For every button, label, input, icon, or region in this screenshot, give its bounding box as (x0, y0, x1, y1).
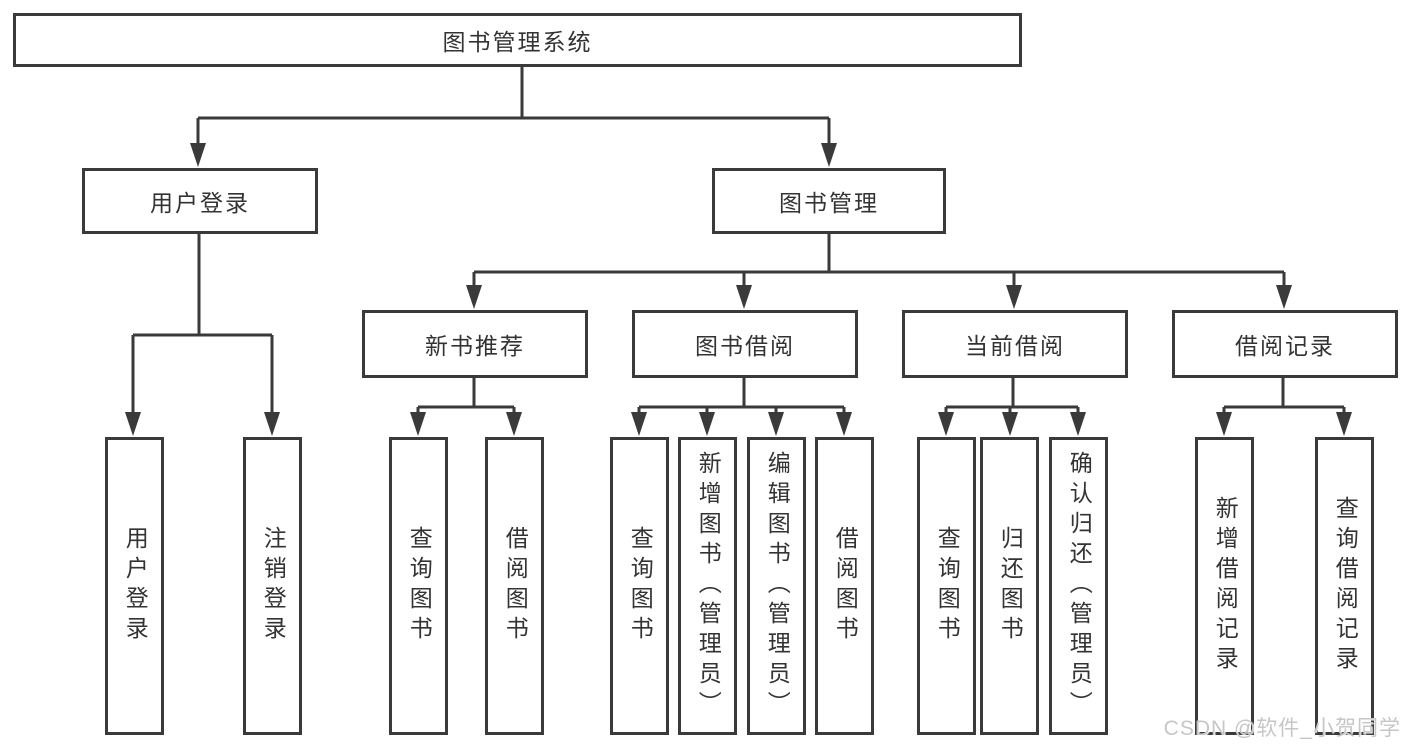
arrowheads (125, 143, 1352, 436)
arrow-down-icon (466, 285, 482, 309)
leaf-query-books-recommend: 查询图书 (389, 437, 448, 735)
arrow-down-icon (1276, 285, 1292, 309)
node-root-system: 图书管理系统 (13, 13, 1022, 67)
arrow-down-icon (506, 412, 522, 436)
new-book-branch-line (416, 377, 516, 414)
borrow-records-branch-line (1222, 377, 1346, 414)
node-current-borrowing: 当前借阅 (902, 310, 1128, 378)
book-borrow-branch-line (637, 377, 846, 414)
arrow-down-icon (264, 412, 280, 436)
book-mgmt-branch-line (472, 233, 1286, 287)
node-book-management: 图书管理 (712, 168, 946, 234)
node-borrowing-records: 借阅记录 (1172, 310, 1398, 378)
leaf-borrow-books-recommend: 借阅图书 (485, 437, 544, 735)
leaf-borrow-books: 借阅图书 (815, 437, 874, 735)
arrow-down-icon (699, 412, 715, 436)
arrow-down-icon (938, 412, 954, 436)
arrow-down-icon (1006, 285, 1022, 309)
leaf-return-books: 归还图书 (980, 437, 1039, 735)
arrow-down-icon (190, 143, 206, 167)
arrow-down-icon (1002, 412, 1018, 436)
leaf-user-login: 用户登录 (105, 437, 164, 735)
current-borrow-branch-line (944, 377, 1080, 414)
leaf-query-borrow-record: 查询借阅记录 (1315, 437, 1374, 735)
arrow-down-icon (1336, 412, 1352, 436)
arrow-down-icon (736, 285, 752, 309)
root-branch-line (196, 67, 831, 149)
leaf-query-books-current: 查询图书 (917, 437, 976, 735)
arrow-down-icon (125, 412, 141, 436)
node-user-login: 用户登录 (82, 168, 318, 234)
arrow-down-icon (768, 412, 784, 436)
leaf-logout: 注销登录 (243, 437, 302, 735)
leaf-confirm-return-admin: 确认归还（管理员） (1049, 437, 1108, 735)
leaf-edit-books-admin: 编辑图书（管理员） (747, 437, 806, 735)
leaf-query-books-borrow: 查询图书 (610, 437, 669, 735)
arrow-down-icon (1070, 412, 1086, 436)
leaf-add-books-admin: 新增图书（管理员） (678, 437, 737, 735)
arrow-down-icon (1216, 412, 1232, 436)
arrow-down-icon (836, 412, 852, 436)
node-new-book-recommend: 新书推荐 (362, 310, 588, 378)
leaf-add-borrow-record: 新增借阅记录 (1195, 437, 1254, 735)
arrow-down-icon (631, 412, 647, 436)
arrow-down-icon (410, 412, 426, 436)
arrow-down-icon (821, 143, 837, 167)
csdn-watermark: CSDN @软件_小贺同学 (1163, 717, 1401, 740)
node-book-borrowing: 图书借阅 (632, 310, 858, 378)
user-login-branch-line (131, 233, 274, 414)
